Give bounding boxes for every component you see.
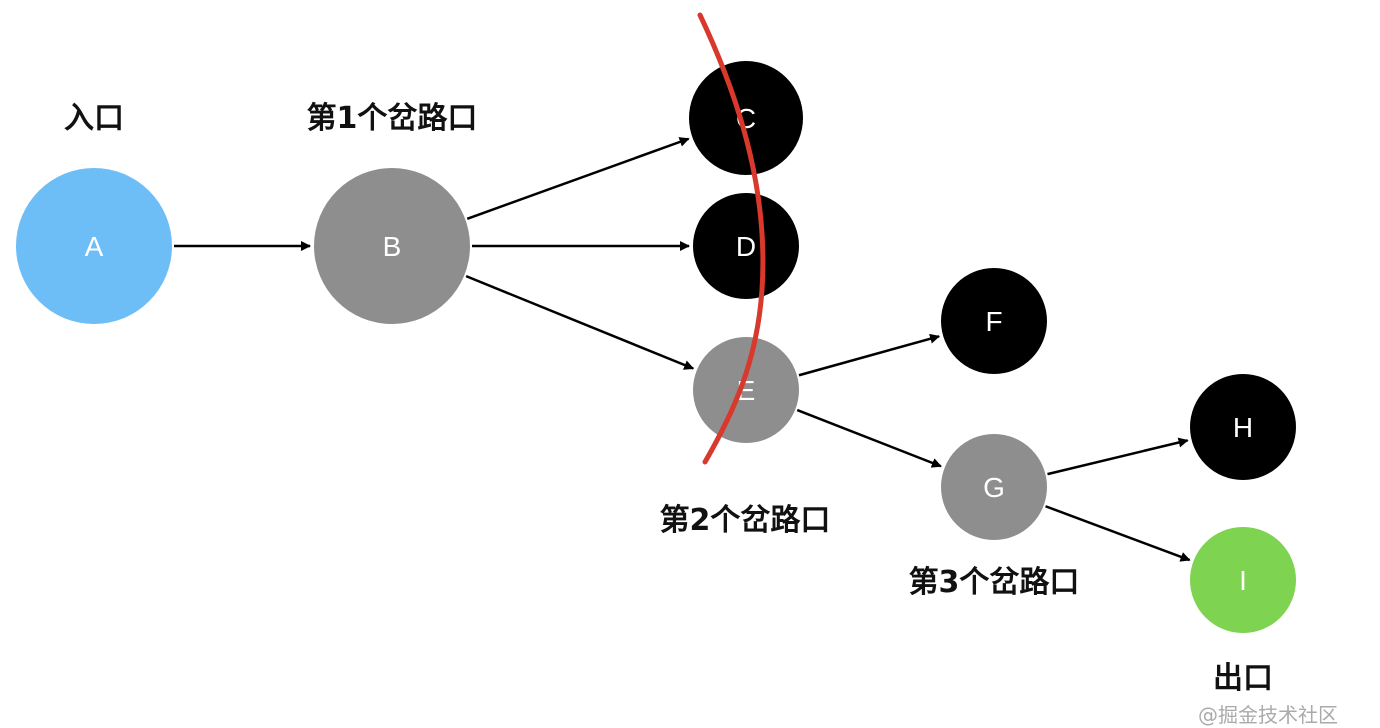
- node-I: [1190, 527, 1296, 633]
- node-E: [693, 337, 799, 443]
- red-cut-line: [697, 12, 766, 465]
- node-C: [689, 61, 803, 175]
- label-fork-1: 第1个岔路口: [307, 101, 478, 136]
- node-A: [16, 168, 172, 324]
- edge-B-C: [466, 137, 690, 220]
- node-label-D: D: [736, 231, 756, 262]
- node-label-H: H: [1233, 412, 1253, 443]
- edges: [174, 137, 1191, 562]
- node-B: [314, 168, 470, 324]
- edge-B-E: [465, 274, 695, 370]
- node-label-F: F: [985, 306, 1002, 337]
- watermark: @掘金技术社区: [1198, 703, 1338, 727]
- node-F: [941, 268, 1047, 374]
- label-exit: 出口: [1213, 661, 1273, 696]
- node-G: [941, 434, 1047, 540]
- edge-E-F: [798, 333, 941, 377]
- label-fork-3: 第3个岔路口: [909, 565, 1080, 600]
- edge-G-I: [1045, 505, 1191, 562]
- node-label-I: I: [1239, 565, 1247, 596]
- label-fork-2: 第2个岔路口: [660, 503, 831, 538]
- node-D: [693, 193, 799, 299]
- edge-G-H: [1047, 437, 1189, 476]
- edge-E-G: [796, 408, 942, 468]
- node-H: [1190, 374, 1296, 480]
- node-label-G: G: [983, 472, 1005, 503]
- node-label-A: A: [85, 231, 104, 262]
- node-label-B: B: [383, 231, 402, 262]
- label-entrance: 入口: [64, 101, 124, 136]
